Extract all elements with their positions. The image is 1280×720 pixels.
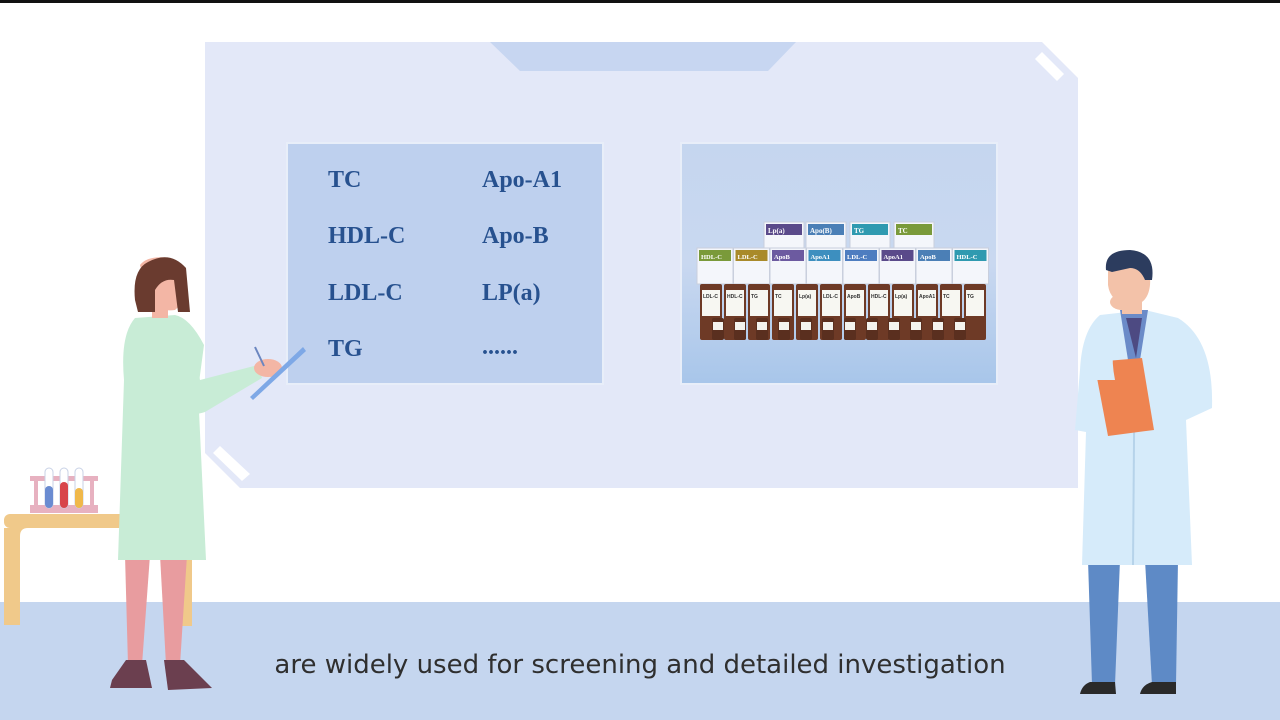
bottle-label-text: ApoB [847,294,861,300]
kit-box-band [735,250,768,261]
kit-label: Lp(a) [768,227,785,235]
kit-label: ApoA1 [884,254,904,261]
small-vial-label [713,322,723,330]
param-hdl-c: HDL-C [328,223,406,249]
param-tc: TC [328,167,362,193]
bottle-label [918,290,936,316]
small-vial-label [779,322,789,330]
bottle-label [966,290,984,316]
bottle-label-text: LDL-C [703,294,718,300]
bottle-label [870,290,888,316]
top-edge [0,0,1280,3]
bottle-label-text: HDL-C [727,294,743,300]
bottle-label [750,290,768,316]
kit-label: HDL-C [957,254,978,261]
kit-box-band [772,250,804,261]
subtitle-caption: are widely used for screening and detail… [274,650,1006,680]
kit-box-band [808,250,841,261]
bottle-label [894,290,912,316]
kit-label: ApoB [920,254,937,261]
bottle-label [822,290,840,316]
small-vial-label [845,322,855,330]
bottle-label-text: Lp(a) [799,294,812,300]
small-vial-label [889,322,899,330]
bottle-label [798,290,816,316]
small-vial-label [867,322,877,330]
kit-box-band [896,224,932,235]
bottle-label [942,290,960,316]
kit-label: LDL-C [847,254,868,261]
kit-label: TG [854,227,865,235]
floor [0,602,1280,720]
bottle-label-text: Lp(a) [895,294,908,300]
small-vial-label [757,322,767,330]
kit-box-band [881,250,914,261]
parameters-card [286,142,604,385]
kit-box-band [808,224,844,235]
param-ldl-c: LDL-C [328,280,403,306]
kit-box-band [918,250,950,261]
param-apo-b: Apo-B [482,223,549,249]
kit-label: Apo(B) [810,227,832,235]
kit-box-band [954,250,987,261]
param-apo-a1: Apo-A1 [482,167,563,193]
kit-label: TC [898,227,908,235]
bottle-label [846,290,864,316]
bottle-label-text: ApoA1 [919,294,935,300]
kit-label: LDL-C [738,254,759,261]
bottle-label [726,290,744,316]
kit-label: HDL-C [701,254,722,261]
kit-label: ApoA1 [811,254,831,261]
small-vial-label [735,322,745,330]
bottle-label-text: TC [943,294,950,300]
kit-box-band [852,224,888,235]
small-vial-label [955,322,965,330]
kit-box-band [699,250,731,261]
param-lpa: LP(a) [482,280,541,306]
bottle-label-text: TG [751,294,758,300]
small-vial-label [823,322,833,330]
bottle-label-text: TC [775,294,782,300]
bottle-label [774,290,792,316]
small-vial-label [801,322,811,330]
param-tg: TG [328,336,363,362]
kit-box-band [845,250,877,261]
kit-box-band [766,224,802,235]
small-vial-label [933,322,943,330]
param-ellipsis: ...... [482,334,518,360]
bottle-label-text: LDL-C [823,294,838,300]
bottle-label-text: TG [967,294,974,300]
small-vial-label [911,322,921,330]
bottle-label-text: HDL-C [871,294,887,300]
kit-label: ApoB [774,254,791,261]
bottle-label [702,290,720,316]
